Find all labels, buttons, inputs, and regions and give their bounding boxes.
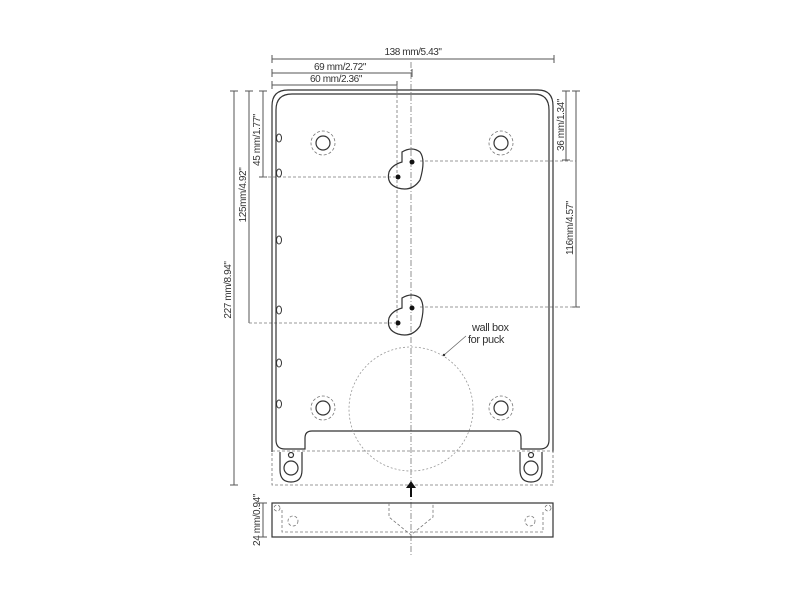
- keyhole-lower: [387, 294, 424, 336]
- dimension-width-keyhole: 60 mm/2.36": [271, 74, 398, 89]
- dimension-height-upper-keyhole: 45 mm/1.77": [252, 90, 267, 178]
- wall-box-label-line1: wall box: [471, 322, 509, 334]
- wall-box-label-line2: for puck: [468, 334, 505, 346]
- dimension-height-lower-keyhole: 125mm/4.92": [238, 90, 253, 323]
- dimension-height-total: 227 mm/8.94": [223, 90, 238, 486]
- label-right-lower: 116mm/4.57": [565, 200, 576, 255]
- label-bottom-piece: 24 mm/0.94": [252, 493, 263, 546]
- arrow-up-icon: [406, 481, 416, 497]
- label-right-upper: 36 mm/1.34": [556, 98, 567, 151]
- label-height-upper-keyhole: 45 mm/1.77": [252, 113, 263, 166]
- keyhole-upper: [387, 148, 424, 190]
- dimension-right-lower: 116mm/4.57": [565, 90, 580, 308]
- label-height-total: 227 mm/8.94": [223, 261, 234, 319]
- dimension-width-center: 69 mm/2.72": [271, 62, 413, 77]
- bottom-piece: 24 mm/0.94": [252, 493, 554, 546]
- label-width-center: 69 mm/2.72": [314, 62, 367, 73]
- mount-plate: [271, 89, 554, 486]
- dimension-right-upper: 36 mm/1.34": [556, 90, 570, 161]
- label-height-lower-keyhole: 125mm/4.92": [238, 167, 249, 223]
- label-width-keyhole: 60 mm/2.36": [310, 74, 363, 85]
- screw-holes: [310, 130, 514, 421]
- wall-box-circle: wall box for puck: [348, 322, 510, 472]
- dimension-width-total: 138 mm/5.43": [271, 47, 555, 63]
- label-width-total: 138 mm/5.43": [384, 47, 442, 58]
